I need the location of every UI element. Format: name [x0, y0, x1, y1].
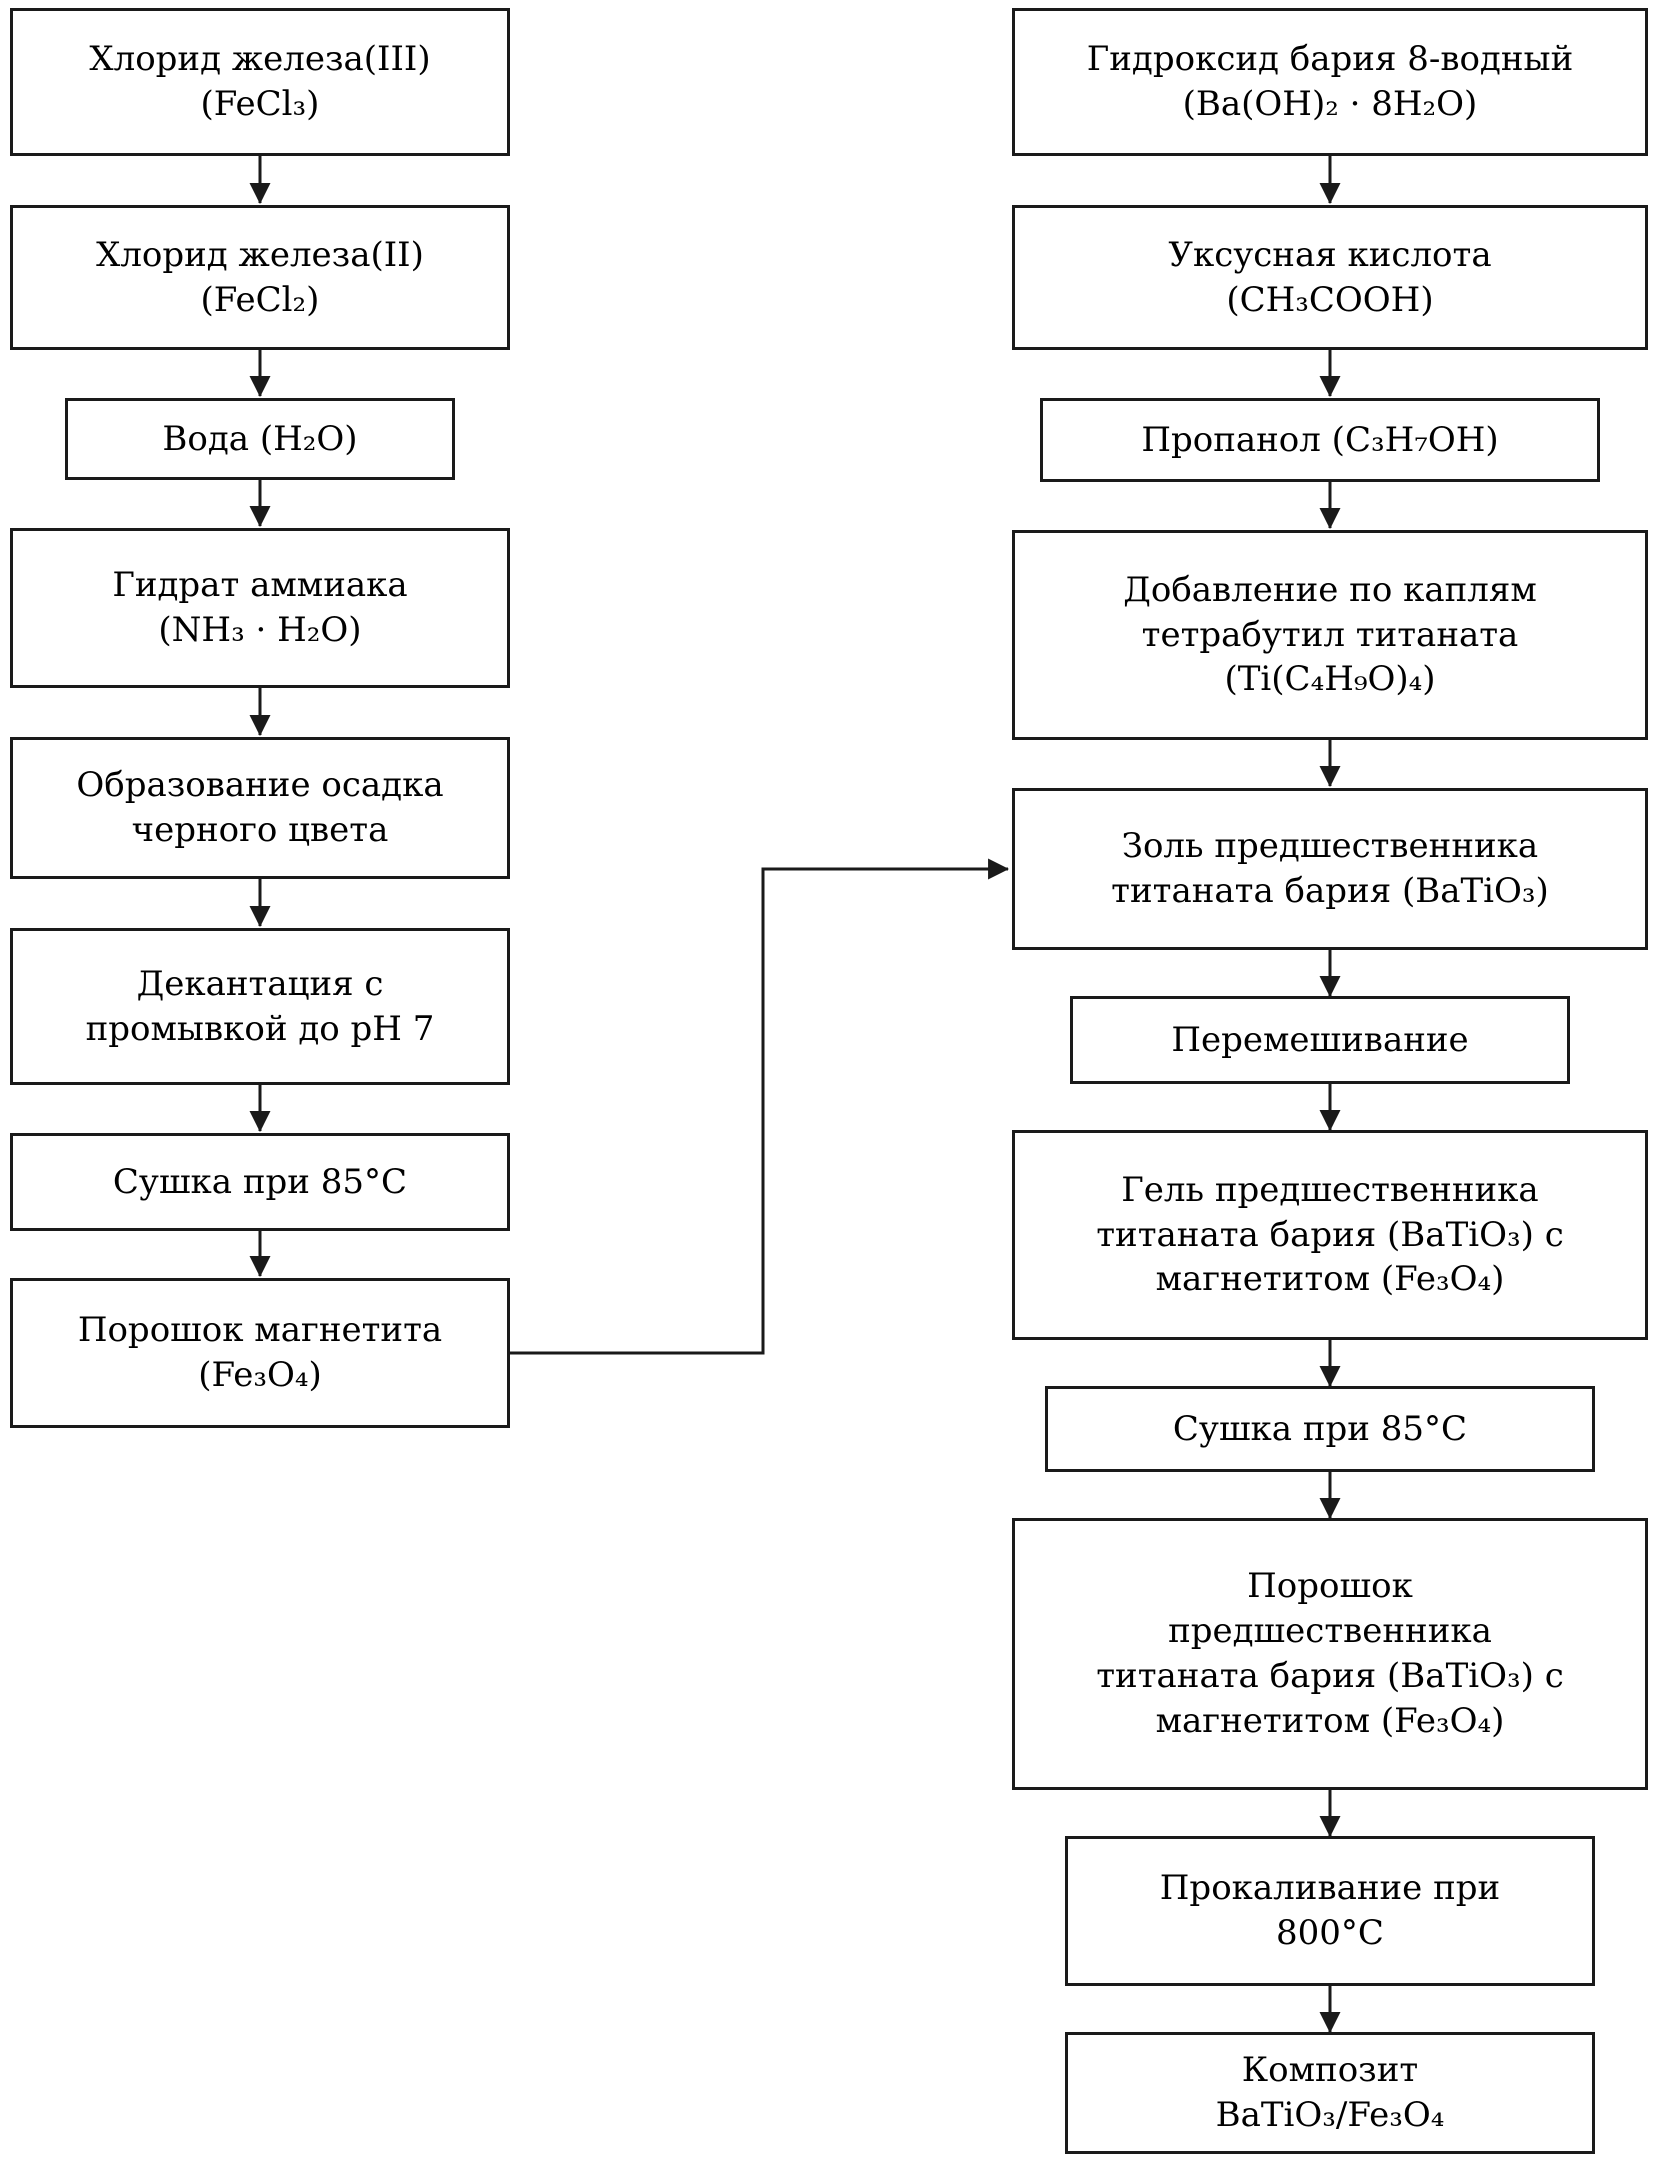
- box-batio3-precursor-powder-with-magnetite-label: Порошок предшественника титаната бария (…: [1096, 1566, 1564, 1741]
- box-drying-85c-right-label: Сушка при 85°C: [1172, 1408, 1468, 1449]
- box-magnetite-powder: Порошок магнетита (Fe₃O₄): [10, 1278, 510, 1428]
- box-batio3-precursor-sol-label: Золь предшественника титаната бария (BaT…: [1111, 826, 1549, 911]
- box-decantation-ph7-label: Декантация с промывкой до pH 7: [85, 963, 435, 1049]
- box-tetrabutyl-titanate-dropwise-label: Добавление по каплям тетрабутил титаната…: [1123, 569, 1537, 700]
- box-batio3-precursor-powder-with-magnetite: Порошок предшественника титаната бария (…: [1012, 1518, 1648, 1790]
- box-ferrous-chloride: Хлорид железа(II) (FeCl₂): [10, 205, 510, 350]
- box-magnetite-powder-label: Порошок магнетита (Fe₃O₄): [77, 1310, 443, 1395]
- box-stirring-label: Перемешивание: [1171, 1019, 1469, 1060]
- box-calcination-800c-label: Прокаливание при 800°C: [1159, 1868, 1501, 1953]
- box-propanol-label: Пропанол (C₃H₇OH): [1141, 419, 1499, 460]
- box-drying-85c-right: Сушка при 85°C: [1045, 1386, 1595, 1472]
- box-composite-batio3-fe3o4-label: Композит BaTiO₃/Fe₃O₄: [1215, 2050, 1445, 2135]
- box-composite-batio3-fe3o4: Композит BaTiO₃/Fe₃O₄: [1065, 2032, 1595, 2154]
- box-propanol: Пропанол (C₃H₇OH): [1040, 398, 1600, 482]
- box-water: Вода (H₂O): [65, 398, 455, 480]
- box-batio3-precursor-sol: Золь предшественника титаната бария (BaT…: [1012, 788, 1648, 950]
- box-stirring: Перемешивание: [1070, 996, 1570, 1084]
- box-water-label: Вода (H₂O): [162, 418, 358, 459]
- box-acetic-acid: Уксусная кислота (CH₃COOH): [1012, 205, 1648, 350]
- box-batio3-precursor-gel-with-magnetite: Гель предшественника титаната бария (BaT…: [1012, 1130, 1648, 1340]
- box-barium-hydroxide-label: Гидроксид бария 8-водный (Ba(OH)₂ · 8H₂O…: [1086, 39, 1574, 124]
- box-drying-85c-left-label: Сушка при 85°C: [112, 1161, 408, 1202]
- box-decantation-ph7: Декантация с промывкой до pH 7: [10, 928, 510, 1085]
- box-ammonia-hydrate-label: Гидрат аммиака (NH₃ · H₂O): [112, 565, 408, 650]
- box-ferric-chloride-label: Хлорид железа(III) (FeCl₃): [89, 39, 431, 124]
- box-ferric-chloride: Хлорид железа(III) (FeCl₃): [10, 8, 510, 156]
- box-batio3-precursor-gel-with-magnetite-label: Гель предшественника титаната бария (BaT…: [1096, 1169, 1564, 1300]
- box-drying-85c-left: Сушка при 85°C: [10, 1133, 510, 1231]
- box-tetrabutyl-titanate-dropwise: Добавление по каплям тетрабутил титаната…: [1012, 530, 1648, 740]
- box-calcination-800c: Прокаливание при 800°C: [1065, 1836, 1595, 1986]
- box-ammonia-hydrate: Гидрат аммиака (NH₃ · H₂O): [10, 528, 510, 688]
- box-ferrous-chloride-label: Хлорид железа(II) (FeCl₂): [96, 234, 424, 320]
- box-barium-hydroxide: Гидроксид бария 8-водный (Ba(OH)₂ · 8H₂O…: [1012, 8, 1648, 156]
- box-black-precipitate: Образование осадка черного цвета: [10, 737, 510, 879]
- flow-connector-magnetite-to-sol: [510, 858, 1010, 1355]
- box-black-precipitate-label: Образование осадка черного цвета: [76, 765, 444, 850]
- box-acetic-acid-label: Уксусная кислота (CH₃COOH): [1168, 234, 1492, 320]
